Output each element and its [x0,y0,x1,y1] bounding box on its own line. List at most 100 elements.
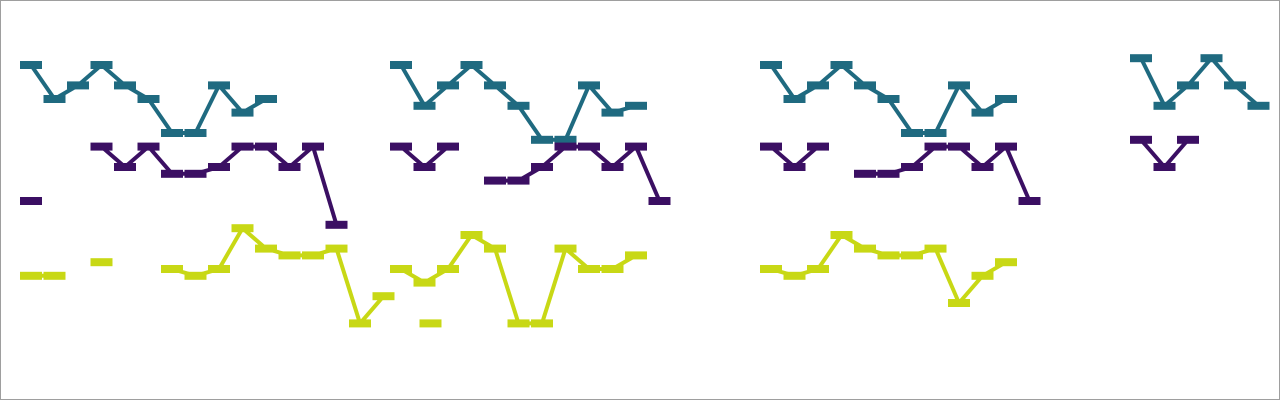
series-3-line [171,226,386,326]
series-3-point [971,271,994,280]
series-3-point [349,319,371,328]
series-2-point [995,142,1017,151]
series-3-point [484,244,506,253]
series-2-point [413,163,436,171]
series-2-point [137,142,160,151]
series-1 [20,54,1270,144]
series-1-point [231,108,254,117]
series-3-point [460,231,483,239]
series-1-point [601,108,624,117]
series-3-point [854,244,876,253]
series-1-point [807,81,829,90]
series-3-point [419,319,442,328]
series-3-point [877,251,900,260]
series-3-point [924,244,947,253]
series-2-point [437,142,459,151]
series-1-point [1153,101,1176,110]
series-3-point [302,251,324,260]
series-1-point [924,129,947,137]
series-1-point [1247,101,1270,110]
series-1-point [255,95,277,103]
series-3-point [90,258,113,267]
series-2-point [1130,135,1152,144]
series-1-point [507,101,530,110]
series-layer [20,54,1270,328]
series-3-line [399,233,638,326]
series-1-point [208,81,230,90]
series-1-point [184,129,207,137]
series-2-point [625,142,647,151]
series-2-point [278,163,301,171]
series-1-point [1130,54,1152,63]
series-2-line [495,144,662,202]
series-1-point [625,101,647,110]
series-2-point [783,163,806,171]
series-1-point [995,95,1017,103]
series-3-point [760,265,782,273]
series-2-point [531,163,553,171]
series-1-point [43,95,66,103]
series-2-point [507,176,530,185]
series-2-point [578,142,600,151]
series-1-point [877,95,900,103]
series-3-point [413,278,436,287]
series-2-point [971,163,994,171]
series-1-point [854,81,876,90]
series-2-point [877,169,900,178]
series-1-point [783,95,806,103]
series-2-point [807,142,829,151]
series-2-point [1177,135,1199,144]
series-2-point [184,169,207,178]
series-2-point [484,176,506,185]
series-1-point [554,135,577,144]
series-3-point [184,271,207,280]
series-3-point [901,251,923,260]
series-2-point [601,163,624,171]
series-1-point [1177,81,1199,90]
series-2 [20,135,1199,229]
series-3-point [578,265,600,273]
series-2-point [924,142,947,151]
series-3-point [208,265,230,273]
series-1-point [948,81,970,90]
series-1-point [161,129,183,137]
series-2-point [901,163,923,171]
series-2-line [100,144,339,226]
series-3-point [507,319,530,328]
series-3-point [625,251,647,260]
series-3-point [830,231,853,239]
series-3-point [161,265,183,273]
series-3-point [554,244,577,253]
series-3-point [601,265,624,273]
series-1-point [484,81,506,90]
series-2-point [948,142,970,151]
series-1-point [531,135,553,144]
series-3-point [278,251,301,260]
series-3-point [948,299,970,307]
series-2-point [1153,163,1176,171]
series-3-point [783,271,806,280]
series-2-point [255,142,277,151]
series-1-point [114,81,136,90]
series-3-point [372,292,395,301]
series-2-point [161,169,183,178]
series-3-line [770,233,1008,305]
series-1-point [901,129,923,137]
series-2-point [554,142,577,151]
series-2-point [854,169,876,178]
series-2-point [114,163,136,171]
series-2-point [231,142,254,151]
series-2-point [1018,197,1041,205]
series-1-point [578,81,600,90]
series-3-point [390,265,412,273]
series-1-point [830,61,853,69]
series-2-point [648,197,671,205]
series-3 [20,224,1017,328]
series-2-point [20,197,42,205]
series-3-point [807,265,829,273]
series-1-point [1224,81,1246,90]
series-2-point [90,142,113,151]
series-1-point [437,81,459,90]
series-1-point [1200,54,1223,63]
